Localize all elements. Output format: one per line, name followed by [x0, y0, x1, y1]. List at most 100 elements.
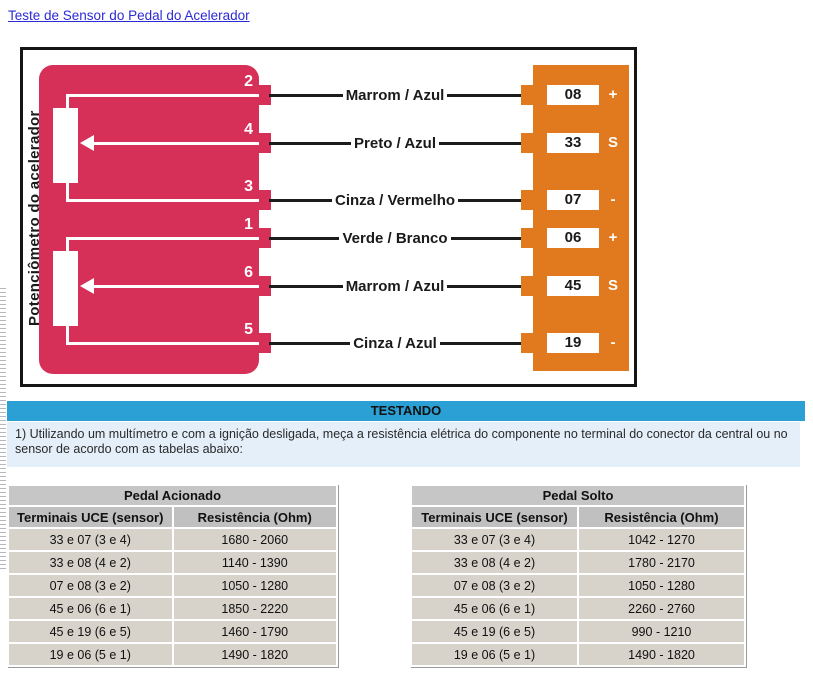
- table-header-row: Terminais UCE (sensor) Resistência (Ohm): [9, 507, 336, 527]
- wire-color-label: Marrom / Azul: [345, 86, 445, 104]
- uce-connector: [533, 65, 629, 371]
- pin-notch: [257, 228, 271, 248]
- pot-line: [93, 285, 259, 288]
- pot-line: [93, 142, 259, 145]
- column-header: Terminais UCE (sensor): [412, 507, 577, 527]
- pot-line: [66, 238, 69, 253]
- table-row: 33 e 07 (3 e 4)1042 - 1270: [412, 529, 744, 550]
- terminals-cell: 07 e 08 (3 e 2): [9, 575, 172, 596]
- wire-color-label: Cinza / Vermelho: [334, 191, 456, 209]
- potentiometer-track-icon: [53, 251, 78, 326]
- table-row: 45 e 06 (6 e 1)1850 - 2220: [9, 598, 336, 619]
- table-title-row: Pedal Acionado: [9, 486, 336, 505]
- table-row: 19 e 06 (5 e 1)1490 - 1820: [9, 644, 336, 665]
- connector-tab: [521, 228, 534, 248]
- connector-tab: [521, 85, 534, 105]
- wire-row: Marrom / Azul: [269, 85, 521, 105]
- wire-row: Preto / Azul: [269, 133, 521, 153]
- wire-color-label: Preto / Azul: [354, 134, 436, 152]
- wiper-arrow-icon: [80, 135, 94, 151]
- terminal-number: 07: [547, 190, 599, 210]
- table-title: Pedal Acionado: [9, 486, 336, 505]
- left-edge-watermark-text: [0, 288, 6, 570]
- testing-section-header: TESTANDO: [7, 401, 805, 421]
- resistance-cell: 1140 - 1390: [173, 552, 336, 573]
- wire-row: Verde / Branco: [269, 228, 521, 248]
- resistance-cell: 990 - 1210: [579, 621, 744, 642]
- pin-number: 1: [244, 216, 253, 233]
- pot-line: [66, 199, 259, 202]
- table-title-row: Pedal Solto: [412, 486, 744, 505]
- connector-tab: [521, 133, 534, 153]
- pot-line: [66, 94, 259, 97]
- resistance-cell: 1460 - 1790: [173, 621, 336, 642]
- table-row: 45 e 06 (6 e 1)2260 - 2760: [412, 598, 744, 619]
- resistance-cell: 1042 - 1270: [579, 529, 744, 550]
- table-header-row: Terminais UCE (sensor) Resistência (Ohm): [412, 507, 744, 527]
- pin-notch: [257, 133, 271, 153]
- pin-number: 3: [244, 178, 253, 195]
- table-row: 07 e 08 (3 e 2)1050 - 1280: [9, 575, 336, 596]
- pin-number: 5: [244, 321, 253, 338]
- wire-row: Marrom / Azul: [269, 276, 521, 296]
- pin-number: 4: [244, 121, 253, 138]
- pin-number: 2: [244, 73, 253, 90]
- terminals-cell: 33 e 08 (4 e 2): [9, 552, 172, 573]
- table-row: 19 e 06 (5 e 1)1490 - 1820: [412, 644, 744, 665]
- terminal-symbol: S: [607, 277, 618, 294]
- resistance-cell: 1780 - 2170: [579, 552, 744, 573]
- pin-number: 6: [244, 264, 253, 281]
- column-header: Resistência (Ohm): [579, 507, 744, 527]
- terminals-cell: 45 e 19 (6 e 5): [412, 621, 577, 642]
- terminal-number: 08: [547, 85, 599, 105]
- column-header: Terminais UCE (sensor): [9, 507, 172, 527]
- table-pedal-solto: Pedal Solto Terminais UCE (sensor) Resis…: [410, 484, 746, 667]
- connector-tab: [521, 276, 534, 296]
- terminals-cell: 45 e 06 (6 e 1): [412, 598, 577, 619]
- terminal-symbol: -: [610, 191, 616, 208]
- table-row: 45 e 19 (6 e 5)990 - 1210: [412, 621, 744, 642]
- column-header: Resistência (Ohm): [173, 507, 336, 527]
- terminals-cell: 07 e 08 (3 e 2): [412, 575, 577, 596]
- pot-line: [66, 237, 259, 240]
- resistance-cell: 1050 - 1280: [173, 575, 336, 596]
- connector-tab: [521, 190, 534, 210]
- terminals-cell: 19 e 06 (5 e 1): [412, 644, 577, 665]
- terminals-cell: 33 e 07 (3 e 4): [412, 529, 577, 550]
- pin-notch: [257, 85, 271, 105]
- wire-color-label: Verde / Branco: [342, 229, 448, 247]
- terminal-symbol: S: [607, 134, 618, 151]
- terminals-cell: 19 e 06 (5 e 1): [9, 644, 172, 665]
- table-title: Pedal Solto: [412, 486, 744, 505]
- testing-instruction: 1) Utilizando um multímetro e com a igni…: [7, 422, 800, 467]
- table-row: 07 e 08 (3 e 2)1050 - 1280: [412, 575, 744, 596]
- terminals-cell: 45 e 06 (6 e 1): [9, 598, 172, 619]
- terminal-number: 06: [547, 228, 599, 248]
- pot-line: [66, 342, 259, 345]
- table-row: 33 e 08 (4 e 2)1140 - 1390: [9, 552, 336, 573]
- title-link[interactable]: Teste de Sensor do Pedal do Acelerador: [8, 8, 250, 23]
- pot-line: [66, 326, 69, 344]
- pot-line: [66, 95, 69, 110]
- wiper-arrow-icon: [80, 278, 94, 294]
- terminal-symbol: -: [610, 334, 616, 351]
- resistance-cell: 1490 - 1820: [173, 644, 336, 665]
- resistance-cell: 1850 - 2220: [173, 598, 336, 619]
- table-pedal-acionado: Pedal Acionado Terminais UCE (sensor) Re…: [7, 484, 338, 667]
- table-row: 33 e 08 (4 e 2)1780 - 2170: [412, 552, 744, 573]
- terminal-number: 19: [547, 333, 599, 353]
- potentiometer-track-icon: [53, 108, 78, 183]
- wire-row: Cinza / Azul: [269, 333, 521, 353]
- resistance-cell: 1680 - 2060: [173, 529, 336, 550]
- wire-row: Cinza / Vermelho: [269, 190, 521, 210]
- resistance-cell: 1490 - 1820: [579, 644, 744, 665]
- table-row: 33 e 07 (3 e 4)1680 - 2060: [9, 529, 336, 550]
- wiring-diagram: Potenciômetro do acelerador 2 4 3 1 6 5: [20, 47, 637, 387]
- resistance-cell: 1050 - 1280: [579, 575, 744, 596]
- pin-notch: [257, 333, 271, 353]
- pot-line: [66, 183, 69, 201]
- terminal-symbol: +: [608, 229, 618, 246]
- terminal-symbol: +: [608, 86, 618, 103]
- table-row: 45 e 19 (6 e 5)1460 - 1790: [9, 621, 336, 642]
